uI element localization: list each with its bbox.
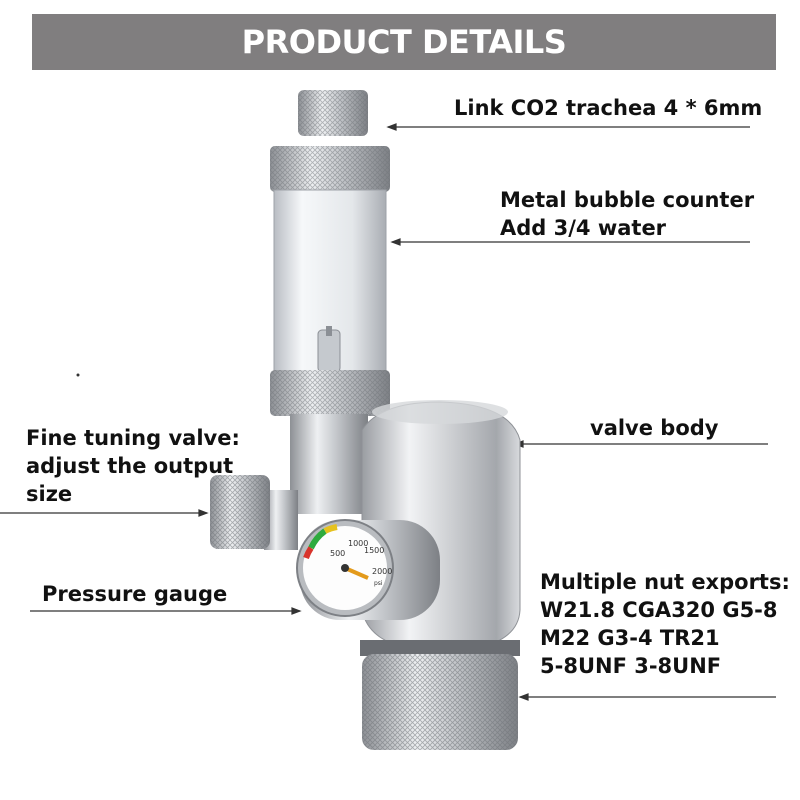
pressure-gauge-dial: 500 1000 1500 2000 psi [296,519,440,620]
speck [76,373,80,377]
stem [290,414,368,514]
callout-pressure-gauge: Pressure gauge [42,582,228,606]
gauge-tick-label: 1000 [348,539,368,548]
header-banner: PRODUCT DETAILS [32,14,776,70]
callout-fine-tuning-valve: Fine tuning valve: adjust the output siz… [26,426,240,506]
bottom-nut [360,640,520,750]
gauge-unit-label: psi [374,580,383,587]
callout-trachea: Link CO2 trachea 4 * 6mm [454,96,763,120]
gauge-tick-label: 1500 [364,546,384,555]
callout-bubble-counter: Metal bubble counter Add 3/4 water [500,188,755,240]
callout-lines [0,123,776,701]
bubble-counter-tube [273,189,387,373]
callout-nut-exports: Multiple nut exports: W21.8 CGA320 G5-8 … [540,570,790,678]
page-title: PRODUCT DETAILS [241,23,567,61]
callout-valve-body: valve body [590,416,719,440]
gauge-tick-label: 2000 [372,567,392,576]
top-fitting [298,90,368,136]
gauge-tick-label: 500 [330,549,345,558]
fine-tuning-knob [210,475,298,550]
lower-ring [270,370,390,416]
upper-ring [270,146,390,192]
